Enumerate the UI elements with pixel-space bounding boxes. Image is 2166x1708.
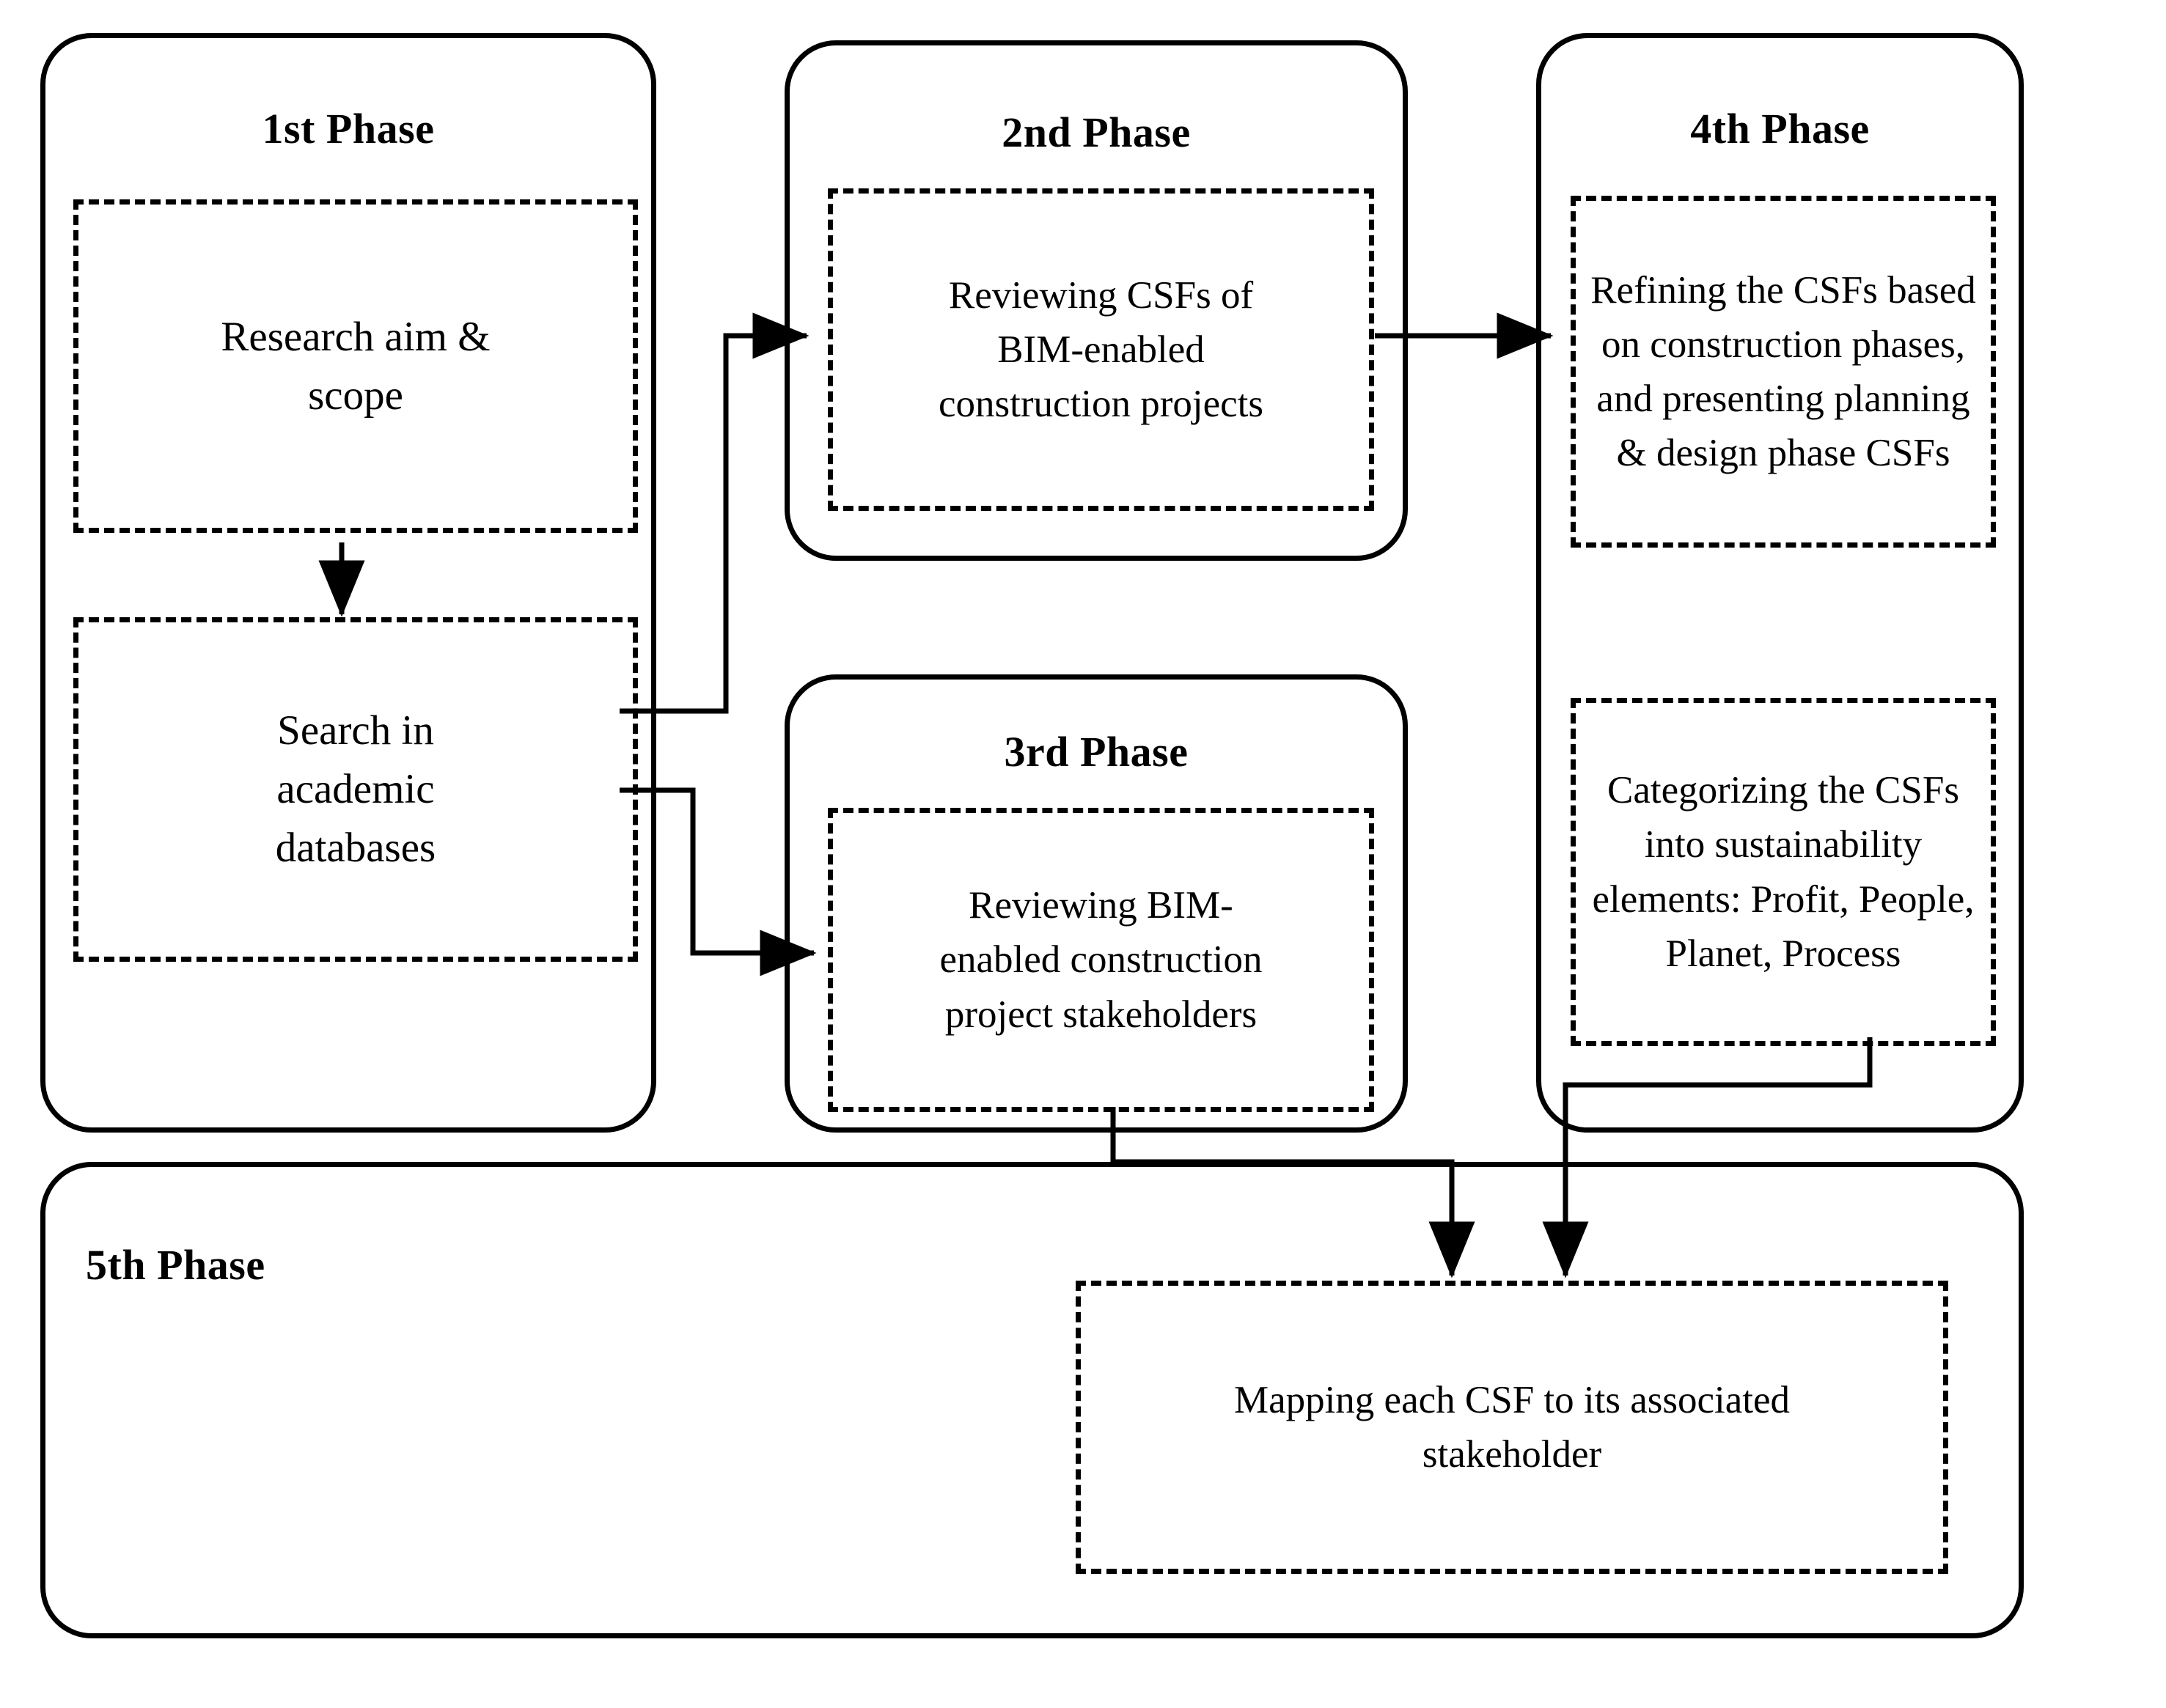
phase-title-4th: 4th Phase <box>1690 105 1870 152</box>
step-box-categorizing-csfs[interactable]: Categorizing the CSFs into sustainabilit… <box>1571 698 1996 1046</box>
step-text-categorizing-csfs: Categorizing the CSFs into sustainabilit… <box>1592 769 1975 975</box>
phase-container-1st[interactable]: 1st Phase Research aim & scope Search in… <box>40 33 656 1133</box>
phase-container-5th[interactable]: 5th Phase Mapping each CSF to its associ… <box>40 1162 2024 1638</box>
phase-title-2nd: 2nd Phase <box>1002 108 1191 156</box>
phase-title-1st: 1st Phase <box>262 105 435 152</box>
phase-container-3rd[interactable]: 3rd Phase Reviewing BIM- enabled constru… <box>785 674 1408 1133</box>
step-text-reviewing-csfs: Reviewing CSFs of BIM-enabled constructi… <box>938 273 1264 426</box>
phase-title-3rd: 3rd Phase <box>1004 728 1189 776</box>
step-text-refining-csfs: Refining the CSFs based on construction … <box>1590 268 1976 475</box>
phase-container-4th[interactable]: 4th Phase Refining the CSFs based on con… <box>1536 33 2024 1133</box>
step-text-reviewing-stakeholders: Reviewing BIM- enabled construction proj… <box>939 884 1263 1036</box>
step-text-research-aim: Research aim & scope <box>221 313 491 419</box>
step-text-mapping-csf: Mapping each CSF to its associated stake… <box>1233 1378 1791 1476</box>
step-box-search-databases[interactable]: Search in academic databases <box>73 617 638 962</box>
step-box-reviewing-stakeholders[interactable]: Reviewing BIM- enabled construction proj… <box>828 808 1374 1112</box>
phase-container-2nd[interactable]: 2nd Phase Reviewing CSFs of BIM-enabled … <box>785 40 1408 561</box>
step-box-mapping-csf[interactable]: Mapping each CSF to its associated stake… <box>1076 1281 1948 1574</box>
step-box-refining-csfs[interactable]: Refining the CSFs based on construction … <box>1571 196 1996 548</box>
step-box-reviewing-csfs[interactable]: Reviewing CSFs of BIM-enabled constructi… <box>828 188 1374 511</box>
step-text-search-databases: Search in academic databases <box>275 707 436 871</box>
phase-title-5th: 5th Phase <box>86 1241 265 1289</box>
step-box-research-aim[interactable]: Research aim & scope <box>73 199 638 533</box>
